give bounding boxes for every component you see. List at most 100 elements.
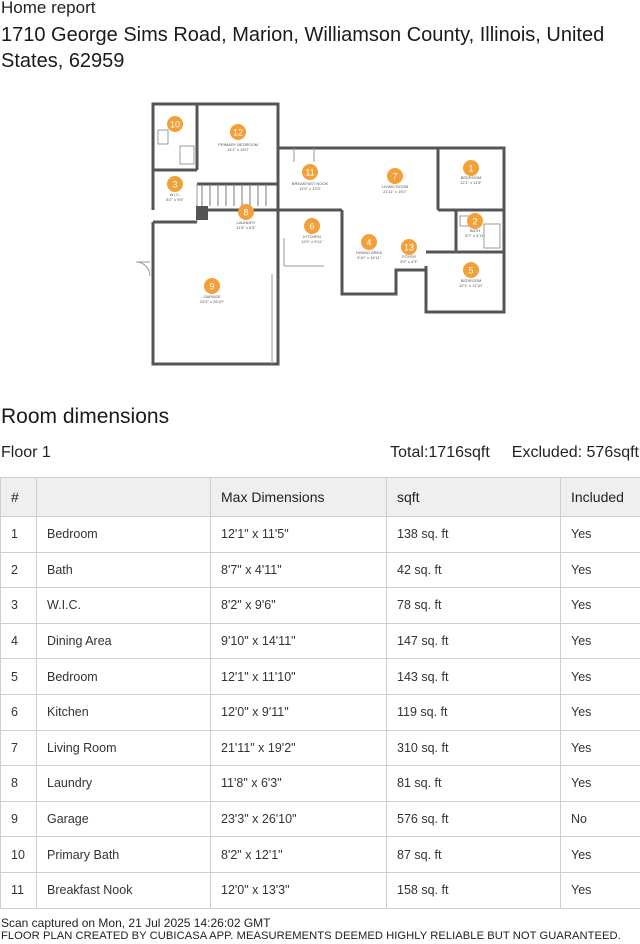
marker-13-dim: 5'9" x 4'3" [400,259,418,264]
section-title: Room dimensions [1,405,170,428]
marker-12-name: PRIMARY BEDROOM [218,142,258,147]
row-included: Yes [560,622,640,660]
row-number: 9 [0,800,37,838]
property-address: 1710 George Sims Road, Marion, Williamso… [1,24,605,72]
table-row: 2 Bath 8'7" x 4'11" 42 sq. ft Yes [0,551,640,589]
table-row: 5 Bedroom 12'1" x 11'10" 143 sq. ft Yes [0,658,640,695]
row-dimensions: 12'0" x 13'3" [210,871,387,909]
marker-9-dim: 23'3" x 26'10" [200,299,225,304]
row-sqft: 87 sq. ft [386,836,561,873]
row-room: Living Room [36,729,211,767]
row-dimensions: 8'2" x 9'6" [210,587,387,624]
row-sqft: 81 sq. ft [386,765,561,802]
marker-2-dim: 8'7" x 4'11" [465,233,485,238]
marker-12: 12 PRIMARY BEDROOM 14'1" x 15'0" [218,124,258,152]
marker-6-number: 6 [309,222,314,232]
marker-5-dim: 12'1" x 11'10" [459,283,483,288]
marker-1-dim: 12'1" x 11'5" [460,180,482,185]
table-row: 8 Laundry 11'8" x 6'3" 81 sq. ft Yes [0,765,640,802]
marker-7-name: LIVING ROOM [382,184,409,189]
row-dimensions: 8'2" x 12'1" [210,836,387,873]
marker-11-name: BREAKFAST NOOK [292,181,329,186]
header-number: # [0,477,37,517]
marker-2-name: BATH [470,228,480,233]
floor-plan-drawing: 10 12 PRIMARY BEDROOM 14'1" x 15'0" 11 B… [135,102,506,366]
row-included: Yes [560,658,640,695]
marker-13-number: 13 [404,243,414,253]
marker-8-number: 8 [243,208,248,218]
row-sqft: 42 sq. ft [386,551,561,589]
marker-5-name: BEDROOM [461,278,482,283]
table-row: 10 Primary Bath 8'2" x 12'1" 87 sq. ft Y… [0,836,640,873]
row-sqft: 576 sq. ft [386,800,561,838]
marker-7-number: 7 [392,172,397,182]
row-number: 2 [0,551,37,589]
marker-6: 6 KITCHEN 12'0" x 9'11" [301,218,323,244]
row-included: Yes [560,765,640,802]
scan-timestamp: Scan captured on Mon, 21 Jul 2025 14:26:… [1,916,271,930]
marker-9-number: 9 [209,282,214,292]
row-room: Laundry [36,765,211,802]
marker-3-number: 3 [172,180,177,190]
marker-5-number: 5 [468,266,473,276]
total-value: 1716sqft [428,444,490,461]
row-number: 4 [0,622,37,660]
row-room: Garage [36,800,211,838]
table-row: 11 Breakfast Nook 12'0" x 13'3" 158 sq. … [0,871,640,909]
excluded-label: Excluded: [511,444,587,461]
marker-5: 5 BEDROOM 12'1" x 11'10" [459,262,484,288]
row-room: Breakfast Nook [36,871,211,909]
marker-3-name: W.I.C. [170,192,181,197]
header-room [36,477,211,517]
row-number: 6 [0,693,37,731]
row-dimensions: 23'3" x 26'10" [210,800,387,838]
row-included: Yes [560,551,640,589]
marker-1-number: 1 [468,164,473,174]
row-room: Dining Area [36,622,211,660]
disclaimer-note: FLOOR PLAN CREATED BY CUBICASA APP. MEAS… [1,930,621,942]
header-sqft: sqft [386,477,561,517]
table-row: 9 Garage 23'3" x 26'10" 576 sq. ft No [0,800,640,838]
row-number: 1 [0,516,37,553]
row-number: 10 [0,836,37,873]
row-sqft: 119 sq. ft [386,693,561,731]
row-included: Yes [560,693,640,731]
table-row: 4 Dining Area 9'10" x 14'11" 147 sq. ft … [0,622,640,660]
marker-1: 1 BEDROOM 12'1" x 11'5" [460,160,482,185]
row-included: Yes [560,871,640,909]
row-sqft: 138 sq. ft [386,516,561,553]
row-sqft: 158 sq. ft [386,871,561,909]
row-room: Bedroom [36,516,211,553]
marker-3: 3 W.I.C. 8'2" x 9'6" [166,176,184,202]
row-sqft: 143 sq. ft [386,658,561,695]
marker-10-number: 10 [170,120,180,130]
row-room: Bath [36,551,211,589]
table-header-row: # Max Dimensions sqft Included [0,477,640,517]
row-dimensions: 12'1" x 11'5" [210,516,387,553]
marker-11-dim: 12'0" x 13'3" [299,186,322,191]
row-number: 5 [0,658,37,695]
marker-6-name: KITCHEN [303,234,321,239]
marker-8: 8 LAUNDRY 11'8" x 6'3" [236,204,256,230]
row-room: W.I.C. [36,587,211,624]
row-sqft: 310 sq. ft [386,729,561,767]
report-label: Home report [1,0,96,17]
marker-4-name: DINING AREA [356,250,382,255]
row-dimensions: 12'1" x 11'10" [210,658,387,695]
row-dimensions: 12'0" x 9'11" [210,693,387,731]
header-max-dimensions: Max Dimensions [210,477,387,517]
row-sqft: 78 sq. ft [386,587,561,624]
marker-13-name: FOYER [402,254,416,259]
marker-2-number: 2 [472,217,477,227]
table-row: 6 Kitchen 12'0" x 9'11" 119 sq. ft Yes [0,693,640,731]
marker-9: 9 GARAGE 23'3" x 26'10" [200,278,225,304]
marker-12-number: 12 [233,128,243,138]
total-label: Total: [390,444,429,461]
marker-11: 11 BREAKFAST NOOK 12'0" x 13'3" [292,164,329,191]
marker-1-name: BEDROOM [461,175,482,180]
marker-4: 4 DINING AREA 9'10" x 14'11" [356,234,382,260]
row-room: Bedroom [36,658,211,695]
row-room: Kitchen [36,693,211,731]
